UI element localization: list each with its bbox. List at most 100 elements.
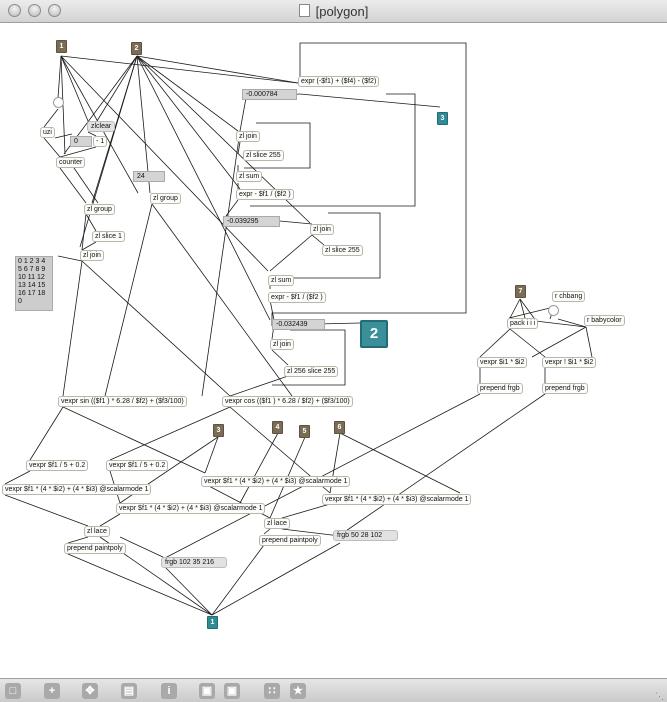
- patch-cord: [272, 212, 381, 279]
- inlet-7[interactable]: 7: [515, 285, 526, 298]
- vexpr-scale-box[interactable]: vexpr $f1 / 5 + 0.2: [106, 460, 169, 471]
- patch-cord: [43, 137, 61, 158]
- number-box[interactable]: -0.000784: [242, 89, 297, 100]
- zl-sum-box[interactable]: zl sum: [236, 171, 263, 182]
- patch-cord: [531, 326, 587, 358]
- number-box[interactable]: -0.032439: [272, 319, 325, 330]
- close-window-button[interactable]: [8, 4, 21, 17]
- zl-slice-box[interactable]: zl slice 1: [92, 231, 125, 242]
- minus-box[interactable]: - 1: [93, 136, 108, 147]
- resize-handle[interactable]: ⋱: [655, 691, 664, 701]
- zl-slice-box[interactable]: zl 256 slice 255: [284, 366, 339, 377]
- lock-icon[interactable]: □: [5, 683, 21, 699]
- inlet-3[interactable]: 3: [213, 424, 224, 437]
- prepend-frgb-box[interactable]: prepend frgb: [477, 383, 523, 394]
- zl-join-box[interactable]: zl join: [310, 224, 334, 235]
- patch-cord: [57, 255, 83, 262]
- prepend-frgb-box[interactable]: prepend frgb: [542, 383, 588, 394]
- patch-cord: [281, 528, 341, 537]
- zl-slice-box[interactable]: zl slice 255: [322, 245, 363, 256]
- patch-canvas[interactable]: 1 2 3 4 5 6 7 3 2 1 expr (-$f1) + ($f4) …: [0, 23, 667, 678]
- receive-babycolor-box[interactable]: r babycolor: [584, 315, 625, 326]
- patch-cord: [519, 298, 526, 319]
- patch-cord: [237, 141, 241, 155]
- vexpr-multiply-box[interactable]: vexpr $i1 * $i2: [477, 357, 528, 368]
- bang-button[interactable]: [548, 305, 559, 316]
- number-box[interactable]: 0: [70, 136, 92, 147]
- inlet-6[interactable]: 6: [334, 421, 345, 434]
- outlet-1[interactable]: 1: [207, 616, 218, 629]
- zl-join-box[interactable]: zl join: [270, 339, 294, 350]
- patch-cord: [81, 241, 97, 251]
- vexpr-not-multiply-box[interactable]: vexpr ! $i1 * $i2: [542, 357, 597, 368]
- vexpr-scalarmode-box[interactable]: vexpr $f1 * (4 * $i2) + (4 * $i3) @scala…: [116, 503, 266, 514]
- number-box[interactable]: -0.039295: [223, 216, 280, 227]
- zl-slice-box[interactable]: zl slice 255: [243, 150, 284, 161]
- zlclear-message[interactable]: zlclear: [87, 121, 116, 132]
- prepend-paintpoly-box[interactable]: prepend paintpoly: [259, 535, 321, 546]
- patch-cord: [87, 131, 97, 137]
- zl-sum-box[interactable]: zl sum: [268, 275, 295, 286]
- patch-cord: [96, 55, 138, 122]
- info-icon[interactable]: i: [161, 683, 177, 699]
- patch-cord: [57, 55, 62, 99]
- bang-button[interactable]: [53, 97, 64, 108]
- expr-box[interactable]: expr - $f1 / ($f2 ): [236, 189, 294, 200]
- frgb-message[interactable]: frgb 102 35 216: [161, 557, 227, 568]
- patch-cord: [479, 328, 511, 358]
- patch-cord: [99, 513, 121, 527]
- patch-cord: [557, 318, 587, 328]
- zl-join-box[interactable]: zl join: [80, 250, 104, 261]
- patch-cord: [229, 375, 289, 397]
- outlet-3[interactable]: 3: [437, 112, 448, 125]
- patch-cord: [62, 260, 83, 397]
- zl-group-box[interactable]: zl group: [150, 193, 181, 204]
- presentation-icon[interactable]: ▤: [121, 683, 137, 699]
- number-box[interactable]: 24: [133, 171, 165, 182]
- inlet-1[interactable]: 1: [56, 40, 67, 53]
- inlet-4[interactable]: 4: [272, 421, 283, 434]
- patch-cord: [29, 406, 64, 461]
- vexpr-cos-box[interactable]: vexpr cos (($f1 ) * 6.28 / $f2) + ($f3/1…: [222, 396, 353, 407]
- add-icon[interactable]: +: [44, 683, 60, 699]
- patch-cord: [311, 234, 325, 246]
- window-title: [polygon]: [0, 4, 667, 19]
- zl-group-box[interactable]: zl group: [84, 204, 115, 215]
- patch-cord: [104, 203, 153, 397]
- uzi-box[interactable]: uzi: [40, 127, 55, 138]
- vexpr-sin-box[interactable]: vexpr sin (($f1 ) * 6.28 / $f2) + ($f3/1…: [58, 396, 187, 407]
- vexpr-scalarmode-box[interactable]: vexpr $f1 * (4 * $i2) + (4 * $i3) @scala…: [322, 494, 472, 505]
- patch-cord: [60, 55, 269, 272]
- patch-cord: [81, 260, 231, 397]
- patch-cord: [136, 55, 151, 194]
- patch-cord: [263, 528, 271, 535]
- counter-box[interactable]: counter: [56, 157, 86, 168]
- window-title-text: [polygon]: [315, 4, 369, 19]
- patch-cord: [73, 167, 99, 204]
- vexpr-scalarmode-box[interactable]: vexpr $f1 * (4 * $i2) + (4 * $i3) @scala…: [2, 484, 152, 495]
- zoom-window-button[interactable]: [48, 4, 61, 17]
- snap-icon[interactable]: ★: [290, 683, 306, 699]
- inlet-2[interactable]: 2: [131, 42, 142, 55]
- zl-lace-box[interactable]: zl lace: [84, 526, 110, 537]
- receive-chbang-box[interactable]: r chbang: [552, 291, 586, 302]
- front-icon[interactable]: ▣: [199, 683, 215, 699]
- minimize-window-button[interactable]: [28, 4, 41, 17]
- zl-lace-box[interactable]: zl lace: [264, 518, 290, 529]
- grid-icon[interactable]: ∷: [264, 683, 280, 699]
- vexpr-scalarmode-box[interactable]: vexpr $f1 * (4 * $i2) + (4 * $i3) @scala…: [201, 476, 351, 487]
- prepend-paintpoly-box[interactable]: prepend paintpoly: [64, 543, 126, 554]
- outlet-2[interactable]: 2: [360, 320, 388, 348]
- move-icon[interactable]: ✥: [82, 683, 98, 699]
- patch-cord: [119, 536, 166, 559]
- frgb-message[interactable]: frgb 50 28 102: [333, 530, 398, 541]
- expr-box[interactable]: expr (-$f1) + ($f4) - ($f2): [298, 76, 380, 87]
- zl-join-box[interactable]: zl join: [236, 131, 260, 142]
- patch-cord: [81, 213, 87, 251]
- inlet-5[interactable]: 5: [299, 425, 310, 438]
- vexpr-scale-box[interactable]: vexpr $f1 / 5 + 0.2: [26, 460, 89, 471]
- pack-box[interactable]: pack i i i: [507, 318, 539, 329]
- back-icon[interactable]: ▣: [224, 683, 240, 699]
- expr-box[interactable]: expr - $f1 / ($f2 ): [268, 292, 326, 303]
